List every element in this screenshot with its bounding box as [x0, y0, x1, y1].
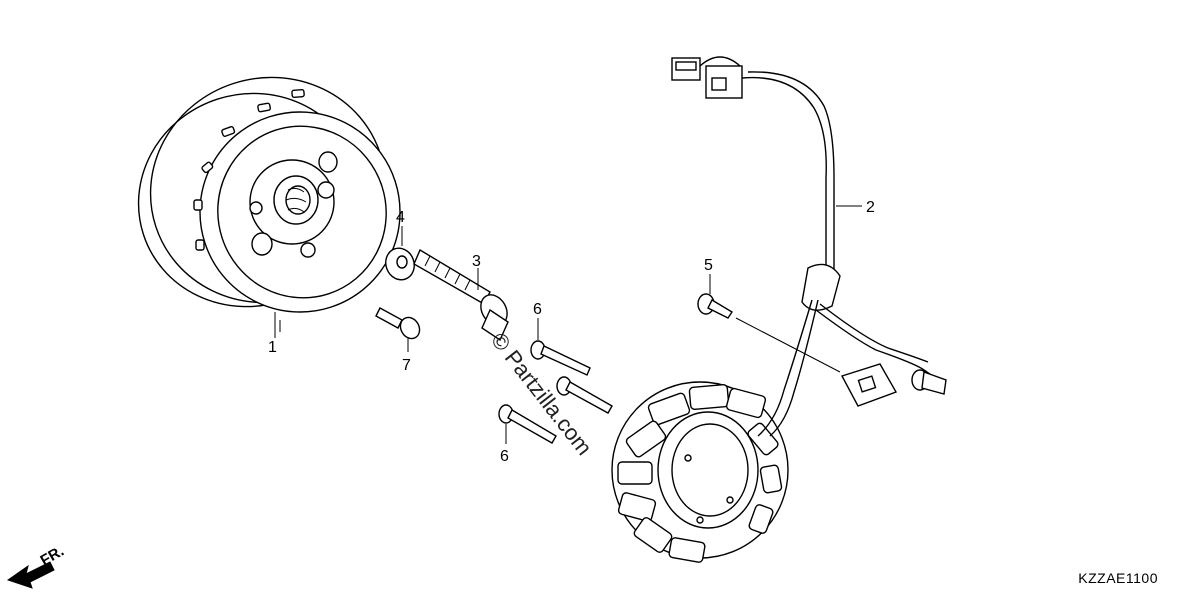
part-label-7: 7	[402, 357, 411, 374]
stator-coil[interactable]	[611, 381, 789, 563]
front-direction-label: FR.	[38, 543, 67, 570]
part-label-3: 3	[472, 253, 481, 270]
stator-bolt-lower[interactable]	[498, 404, 557, 444]
part-label-6-upper: 6	[533, 301, 542, 318]
part-label-4: 4	[396, 209, 405, 226]
small-bolt[interactable]	[375, 307, 423, 342]
clamp-bolt[interactable]	[697, 293, 733, 319]
flywheel-bolt[interactable]	[413, 248, 512, 342]
part-label-5: 5	[704, 257, 713, 274]
stator-bolt-middle[interactable]	[556, 376, 613, 414]
front-direction-arrow: FR.	[6, 543, 67, 589]
flywheel-rotor[interactable]	[111, 47, 426, 338]
part-label-6-lower: 6	[500, 448, 509, 465]
part-label-2: 2	[866, 199, 875, 216]
assembly-line-5	[735, 317, 841, 373]
washer[interactable]	[381, 244, 418, 284]
wire-harness[interactable]	[671, 56, 947, 437]
part-label-1: 1	[268, 339, 277, 356]
stator-bolt-upper[interactable]	[530, 340, 591, 376]
diagram-reference-code: KZZAE1100	[1078, 570, 1158, 586]
